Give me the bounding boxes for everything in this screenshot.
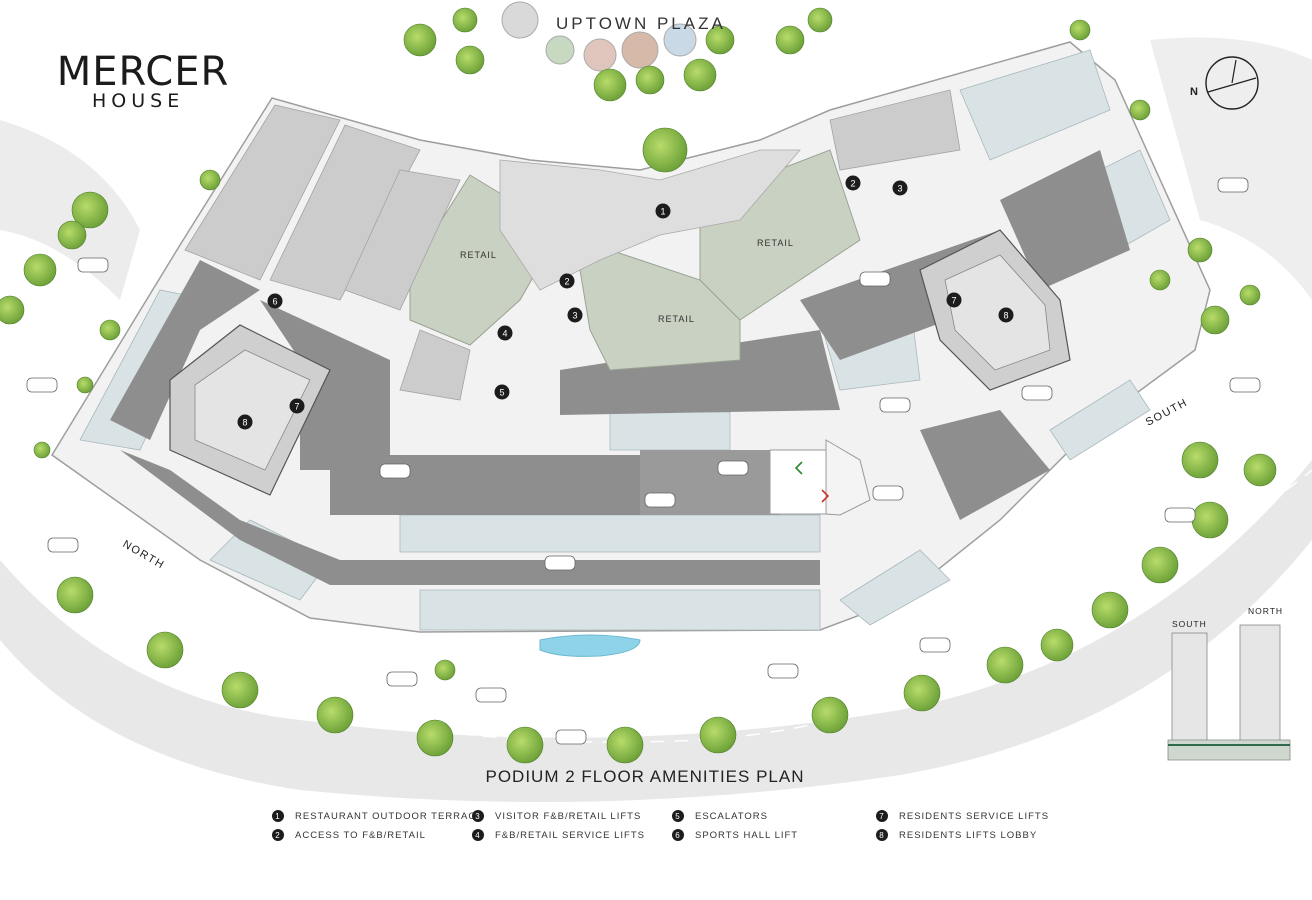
terrace-plaza <box>499 149 801 291</box>
legend-item-4: 4 F&B/RETAIL SERVICE LIFTS <box>472 829 645 841</box>
legend-num: 3 <box>472 810 484 822</box>
legend-num: 8 <box>876 829 888 841</box>
marker-6: 6 <box>272 297 277 307</box>
mercer-house-logo: MERCER HOUSE <box>48 52 238 112</box>
marker-1-circle <box>655 203 671 219</box>
legend-label: ACCESS TO F&B/RETAIL <box>295 829 426 841</box>
north-compass <box>1205 56 1259 110</box>
legend-item-1: 1 RESTAURANT OUTDOOR TERRACE <box>272 810 484 822</box>
water-feature <box>539 634 641 657</box>
building-elevation-inset <box>1167 624 1291 761</box>
legend-label: VISITOR F&B/RETAIL LIFTS <box>495 810 642 822</box>
legend-label: RESIDENTS SERVICE LIFTS <box>899 810 1050 822</box>
legend-item-8: 8 RESIDENTS LIFTS LOBBY <box>876 829 1037 841</box>
legend-item-3: 3 VISITOR F&B/RETAIL LIFTS <box>472 810 641 822</box>
tower-core-east <box>919 229 1071 391</box>
marker-7-circle <box>289 398 305 414</box>
south-street-label: SOUTH <box>1144 396 1190 428</box>
marker-1: 1 <box>660 207 665 217</box>
legend-label: RESTAURANT OUTDOOR TERRACE <box>295 810 484 822</box>
entry-ramp <box>769 439 871 516</box>
legend-label: F&B/RETAIL SERVICE LIFTS <box>495 829 645 841</box>
marker-3-circle <box>892 180 908 196</box>
marker-8-circle <box>237 414 253 430</box>
legend-num: 2 <box>272 829 284 841</box>
legend-item-7: 7 RESIDENTS SERVICE LIFTS <box>876 810 1049 822</box>
retail-label-3: RETAIL <box>658 314 695 324</box>
landscape-trees <box>0 7 1277 764</box>
marker-2-circle <box>559 273 575 289</box>
marker-4: 4 <box>502 329 507 339</box>
retail-label-2: RETAIL <box>757 238 794 248</box>
legend-label: RESIDENTS LIFTS LOBBY <box>899 829 1038 841</box>
marker-8: 8 <box>242 418 247 428</box>
legend-num: 1 <box>272 810 284 822</box>
elevation-north-label: NORTH <box>1248 606 1284 616</box>
marker-2: 2 <box>850 179 855 189</box>
tower-core-west <box>169 324 331 496</box>
zone-labels: RETAIL RETAIL RETAIL <box>460 238 794 324</box>
marker-8-circle <box>998 307 1014 323</box>
building-massing <box>184 89 961 401</box>
legend-item-2: 2 ACCESS TO F&B/RETAIL <box>272 829 426 841</box>
marker-7: 7 <box>951 296 956 306</box>
legend-num: 5 <box>672 810 684 822</box>
marker-7-circle <box>946 292 962 308</box>
elevation-inset-labels: SOUTH NORTH <box>1160 604 1292 774</box>
marker-4-circle <box>497 325 513 341</box>
traffic-arrows <box>100 556 900 695</box>
retail-label-1: RETAIL <box>460 250 497 260</box>
marker-3: 3 <box>572 311 577 321</box>
marker-2: 2 <box>564 277 569 287</box>
marker-3-circle <box>567 307 583 323</box>
parked-cars <box>26 177 1261 745</box>
marker-6-circle <box>267 293 283 309</box>
legend-num: 6 <box>672 829 684 841</box>
legend: 1 RESTAURANT OUTDOOR TERRACE 2 ACCESS TO F… <box>272 810 1092 850</box>
uptown-plaza-domes <box>501 1 697 72</box>
uptown-plaza-label: UPTOWN PLAZA <box>556 14 726 33</box>
plan-title: PODIUM 2 FLOOR AMENITIES PLAN <box>485 767 805 786</box>
legend-item-6: 6 SPORTS HALL LIFT <box>672 829 798 841</box>
marker-5-circle <box>494 384 510 400</box>
marker-3: 3 <box>897 184 902 194</box>
elevation-south-label: SOUTH <box>1172 619 1207 629</box>
legend-num: 7 <box>876 810 888 822</box>
marker-2-circle <box>845 175 861 191</box>
driveways <box>110 150 1130 585</box>
logo-line-1: MERCER <box>56 49 230 95</box>
legend-label: SPORTS HALL LIFT <box>695 829 799 841</box>
marker-5: 5 <box>499 388 504 398</box>
logo-line-2: HOUSE <box>92 90 185 112</box>
legend-label: ESCALATORS <box>695 810 769 822</box>
plan-markers: 1 2 2 3 3 4 5 6 7 7 8 8 <box>237 175 1014 430</box>
legend-item-5: 5 ESCALATORS <box>672 810 768 822</box>
legend-num: 4 <box>472 829 484 841</box>
compass-letter: N <box>1190 86 1198 98</box>
marker-7: 7 <box>294 402 299 412</box>
marker-8: 8 <box>1003 311 1008 321</box>
